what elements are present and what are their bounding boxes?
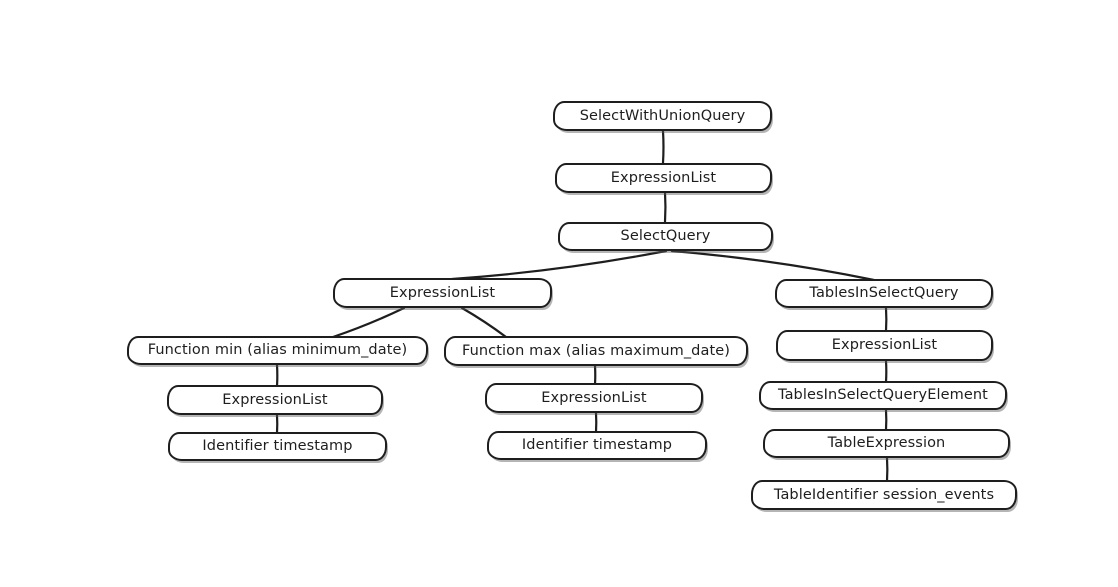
edge-expression-list-left-to-function-max	[460, 306, 508, 339]
node-select-query: SelectQuery	[558, 222, 773, 251]
node-expression-list-right: ExpressionList	[776, 330, 993, 361]
node-label: SelectQuery	[620, 228, 711, 245]
node-table-expression: TableExpression	[763, 429, 1010, 458]
edge-select-query-to-expression-list-left	[450, 249, 668, 281]
node-label: TableExpression	[827, 435, 946, 452]
edge-expression-list-left-to-function-min	[331, 306, 406, 339]
node-expression-list-top: ExpressionList	[555, 163, 772, 193]
node-label: ExpressionList	[222, 391, 328, 408]
node-label: TableIdentifier session_events	[773, 486, 995, 503]
node-label: TablesInSelectQueryElement	[778, 387, 988, 404]
node-label: ExpressionList	[831, 337, 938, 354]
node-label: ExpressionList	[541, 389, 647, 406]
node-label: Identifier timestamp	[202, 438, 353, 455]
node-expression-list-min: ExpressionList	[167, 385, 383, 415]
node-function-min: Function min (alias minimum_date)	[127, 336, 428, 365]
node-select-with-union-query: SelectWithUnionQuery	[553, 101, 772, 131]
node-label: Function min (alias minimum_date)	[147, 342, 408, 359]
node-label: Identifier timestamp	[521, 437, 673, 454]
node-label: Function max (alias maximum_date)	[461, 342, 731, 359]
node-label: ExpressionList	[610, 169, 717, 186]
node-label: SelectWithUnionQuery	[579, 107, 746, 124]
node-tables-in-select-query-element: TablesInSelectQueryElement	[759, 381, 1007, 410]
node-tables-in-select-query: TablesInSelectQuery	[775, 279, 993, 308]
edge-select-query-to-tables-in-select-query	[670, 249, 876, 282]
node-table-identifier-session-events: TableIdentifier session_events	[751, 480, 1017, 510]
node-label: ExpressionList	[389, 284, 496, 301]
node-expression-list-max: ExpressionList	[485, 383, 703, 413]
node-label: TablesInSelectQuery	[809, 285, 959, 302]
node-expression-list-left: ExpressionList	[333, 278, 552, 308]
node-identifier-timestamp-min: Identifier timestamp	[168, 432, 387, 461]
node-function-max: Function max (alias maximum_date)	[444, 336, 748, 366]
node-identifier-timestamp-max: Identifier timestamp	[487, 431, 707, 460]
